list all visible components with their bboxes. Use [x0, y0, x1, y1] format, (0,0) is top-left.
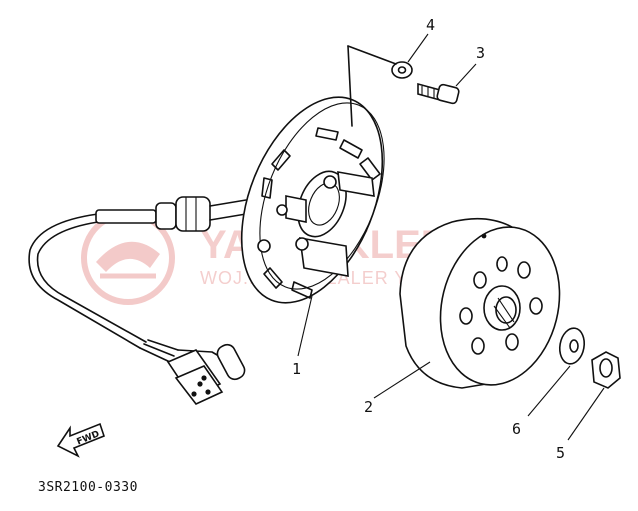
rotor-flywheel: [399, 217, 561, 389]
washer-part-4: [391, 61, 413, 79]
wiring-harness: [28, 196, 247, 405]
part-code: 3SR2100-0330: [38, 480, 138, 495]
callout-1: 1: [292, 360, 301, 378]
callout-6: 6: [512, 420, 521, 438]
callouts: 4 3 1 2 6 5: [292, 16, 565, 462]
coupler-connector: [166, 349, 224, 405]
callout-4: 4: [426, 16, 435, 34]
nut-part-5: [591, 351, 621, 389]
screw-part-3: [417, 82, 460, 105]
callout-3: 3: [476, 44, 485, 62]
leader-lines: [297, 33, 605, 441]
callout-5: 5: [556, 444, 565, 462]
callout-2: 2: [364, 398, 373, 416]
fwd-arrow-icon: FWD: [56, 422, 105, 458]
washer-part-6: [558, 327, 586, 365]
stator-plate: [240, 96, 385, 304]
